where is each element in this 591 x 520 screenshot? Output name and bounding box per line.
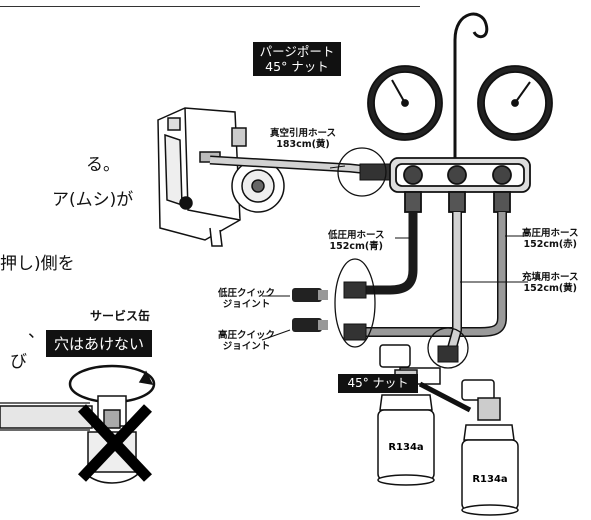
can-label-1: R134a bbox=[388, 442, 423, 453]
body-text-line4: 、 bbox=[28, 322, 45, 342]
can-label-2: R134a bbox=[472, 474, 507, 485]
vacuum-hose-name: 真空引用ホース bbox=[270, 128, 337, 139]
purge-port-tag: パージポート 45° ナット bbox=[253, 42, 341, 76]
high-quick-sub: ジョイント bbox=[222, 341, 271, 352]
body-text-line3: 押し)側を bbox=[0, 254, 75, 274]
low-hose-name: 低圧用ホース bbox=[328, 230, 385, 241]
high-quick-name: 高圧クイック bbox=[218, 330, 276, 341]
leader-lines bbox=[261, 165, 528, 341]
body-text-line5: び bbox=[10, 352, 27, 372]
vacuum-hose bbox=[209, 155, 393, 181]
quick-joint-icon bbox=[292, 288, 328, 332]
low-quick-label: 低圧クイック ジョイント bbox=[218, 288, 275, 310]
manifold-hook bbox=[453, 12, 489, 170]
can-tap-bracket bbox=[379, 344, 495, 413]
purge-port-line1: パージポート bbox=[259, 44, 335, 59]
vacuum-hose-spec: 183cm(黄) bbox=[276, 139, 330, 150]
low-quick-name: 低圧クイック bbox=[218, 288, 276, 299]
service-can-label: サービス缶 bbox=[90, 309, 151, 323]
charge-joint-zoom bbox=[427, 327, 469, 369]
manifold-gauge-icon bbox=[367, 65, 553, 213]
low-hose-label: 低圧用ホース 152cm(青) bbox=[328, 230, 385, 252]
charge-hose-name: 充填用ホース bbox=[522, 272, 579, 283]
high-hose-label: 高圧用ホース 152cm(赤) bbox=[522, 228, 579, 250]
vacuum-joint-zoom bbox=[337, 147, 387, 197]
body-text-line2: ア(ムシ)が bbox=[52, 190, 134, 210]
purge-port-line2: 45° ナット bbox=[265, 59, 329, 74]
vacuum-hose-label: 真空引用ホース 183cm(黄) bbox=[270, 128, 336, 150]
low-hose-spec: 152cm(青) bbox=[329, 241, 384, 252]
no-hole-tag: 穴はあけない bbox=[46, 330, 153, 357]
body-text-line1: る。 bbox=[86, 155, 120, 175]
vacuum-pump-icon bbox=[157, 107, 285, 247]
high-hose-spec: 152cm(赤) bbox=[523, 239, 578, 250]
high-quick-label: 高圧クイック ジョイント bbox=[218, 330, 275, 352]
hose-end-zoom bbox=[334, 258, 376, 348]
nut45-tag: 45° ナット bbox=[338, 374, 418, 393]
top-rule bbox=[0, 6, 420, 7]
high-hose-name: 高圧用ホース bbox=[522, 228, 579, 239]
charge-hose-spec: 152cm(黄) bbox=[523, 283, 578, 294]
charge-hose-label: 充填用ホース 152cm(黄) bbox=[522, 272, 579, 294]
low-pressure-hose bbox=[360, 212, 418, 295]
prohibited-x-icon bbox=[77, 404, 153, 482]
low-quick-sub: ジョイント bbox=[222, 299, 271, 310]
